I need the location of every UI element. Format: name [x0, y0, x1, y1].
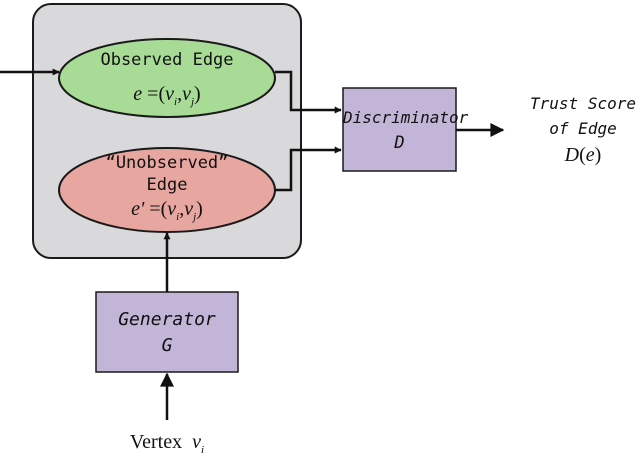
output-label-line2: of Edge — [549, 119, 617, 138]
observed-edge-ellipse — [58, 38, 276, 118]
output-formula-open: ( — [579, 144, 586, 166]
vertex-word: Vertex — [129, 431, 183, 453]
output-formula-close: ) — [594, 144, 602, 166]
observed-edge-formula-comma: , — [177, 83, 183, 105]
generator-name: Generator — [118, 309, 216, 330]
unobserved-edge-formula-eq: =( — [144, 198, 168, 220]
output-formula-var: e — [585, 144, 595, 166]
unobserved-edge-formula-close: ) — [196, 198, 203, 220]
vertex-label: Vertex vi — [67, 432, 267, 456]
observed-edge-formula-eq: =( — [142, 83, 166, 105]
unobserved-edge-formula: e' =(vi,vj) — [67, 199, 267, 223]
output-label-line1: Trust Score — [530, 94, 636, 113]
observed-edge-formula-var: e — [133, 83, 143, 105]
observed-edge-formula-v2-sub: j — [190, 96, 195, 108]
observed-edge-formula-v1: v — [165, 83, 175, 105]
unobserved-edge-label-line1: “Unobserved” — [105, 153, 229, 173]
unobserved-edge-formula-v2-sub: j — [193, 211, 197, 223]
generator-symbol: G — [161, 335, 173, 356]
discriminator-symbol: D — [394, 133, 405, 153]
unobserved-edge-label-line2: Edge — [146, 175, 188, 195]
unobserved-edge-formula-comma: , — [179, 198, 185, 220]
vertex-sub: i — [201, 444, 205, 456]
output-formula-func: D — [564, 144, 580, 166]
observed-edge-formula-v1-sub: i — [174, 96, 178, 108]
observed-edge-formula: e =(vi,vj) — [67, 84, 267, 108]
observed-edge-label: Observed Edge — [100, 50, 234, 70]
observed-edge-formula-close: ) — [194, 83, 201, 105]
observed-to-discriminator-connector — [275, 70, 342, 114]
observed-edge-formula-v2: v — [182, 83, 191, 105]
unobserved-edge-formula-v2: v — [184, 198, 194, 220]
unobserved-edge-formula-v1-sub: i — [176, 211, 180, 223]
output-formula: D(e) — [526, 145, 640, 165]
vertex-var: v — [192, 431, 202, 453]
generator-block — [95, 291, 239, 373]
discriminator-name: Discriminator — [343, 108, 469, 127]
discriminator-block — [342, 87, 457, 172]
unobserved-to-discriminator-connector — [275, 146, 342, 192]
unobserved-edge-formula-var: e' — [131, 198, 145, 220]
unobserved-edge-formula-v1: v — [167, 198, 177, 220]
